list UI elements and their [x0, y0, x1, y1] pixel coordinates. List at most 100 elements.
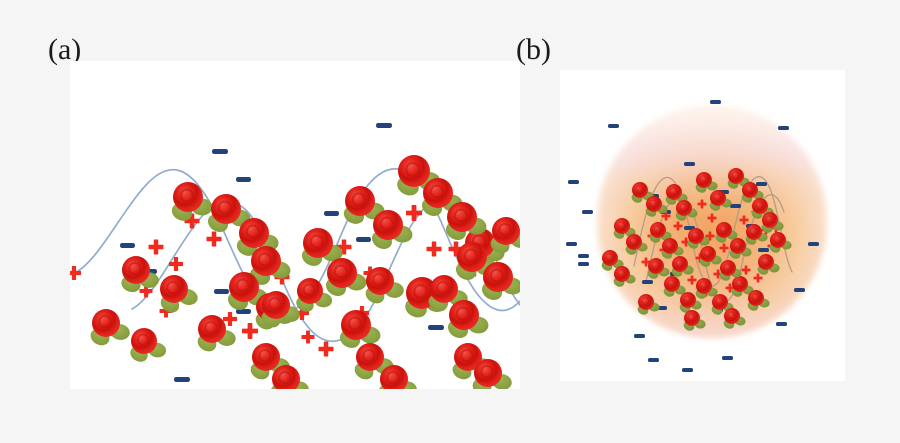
nanoparticle-core	[211, 194, 241, 224]
nanoparticle-inner-ring	[179, 188, 194, 203]
nanoparticle-inner-ring	[429, 184, 444, 199]
negative-counterion-sign	[648, 358, 659, 362]
plus-vertical-bar	[716, 269, 720, 279]
nanoparticle	[745, 224, 768, 245]
nanoparticle-core	[602, 250, 618, 266]
nanoparticle-core	[662, 238, 678, 254]
nanoparticle-core	[746, 224, 762, 240]
negative-counterion-sign	[212, 149, 228, 154]
nanoparticle-core	[716, 222, 732, 238]
plus-vertical-bar	[411, 205, 417, 221]
nanoparticle	[663, 276, 686, 297]
positive-charge-sign	[223, 312, 237, 326]
nanoparticle-core	[303, 228, 333, 258]
nanoparticle-inner-ring	[413, 283, 429, 299]
nanoparticle	[490, 217, 520, 254]
negative-counterion-sign	[794, 288, 805, 292]
nanoparticle-core	[724, 308, 740, 324]
nanoparticle-core	[676, 200, 692, 216]
nanoparticle	[270, 365, 309, 389]
negative-counterion-sign	[174, 377, 190, 382]
nanoparticle-core	[447, 202, 477, 232]
positive-charge-sign	[242, 323, 258, 339]
nanoparticle-core	[762, 212, 778, 228]
nanoparticle-inner-ring	[379, 216, 394, 231]
negative-counterion-sign	[120, 243, 135, 248]
nanoparticle-core	[626, 234, 642, 250]
nanoparticle-core	[430, 275, 458, 303]
nanoparticle	[679, 292, 702, 313]
nanoparticle	[90, 309, 130, 346]
nanoparticle-group-b	[601, 168, 792, 331]
negative-counterion-sign	[710, 100, 721, 104]
nanoparticle	[365, 267, 404, 304]
nanoparticle-inner-ring	[166, 281, 180, 295]
negative-counterion-sign	[722, 356, 733, 360]
nanoparticle-core	[160, 275, 188, 303]
nanoparticle	[296, 278, 333, 312]
nanoparticle	[761, 212, 784, 233]
nanoparticle-inner-ring	[217, 200, 232, 215]
nanoparticle	[671, 256, 694, 277]
nanoparticle-inner-ring	[617, 269, 626, 277]
nanoparticle	[197, 315, 236, 352]
negative-counterion-sign	[730, 204, 741, 208]
nanoparticle-inner-ring	[629, 237, 638, 245]
nanoparticle-core	[423, 178, 453, 208]
plus-vertical-bar	[341, 239, 347, 255]
plus-vertical-bar	[700, 199, 704, 209]
nanoparticle-core	[341, 310, 371, 340]
negative-counterion-sign	[808, 242, 819, 246]
nanoparticle	[325, 258, 367, 296]
nanoparticle	[645, 196, 668, 217]
nanoparticle-inner-ring	[235, 278, 250, 293]
plus-vertical-bar	[431, 241, 437, 257]
negative-counterion-sign	[778, 126, 789, 130]
nanoparticle-core	[696, 172, 712, 188]
plus-vertical-bar	[71, 266, 77, 280]
nanoparticle	[339, 310, 381, 348]
panel-a-canvas	[70, 123, 520, 389]
nanoparticle-core	[272, 365, 300, 389]
plus-vertical-bar	[323, 341, 329, 357]
positive-charge-sign	[406, 205, 422, 221]
negative-counterion-sign	[578, 262, 589, 266]
nanoparticle-core	[122, 256, 150, 284]
nanoparticle-inner-ring	[463, 248, 478, 263]
nanoparticle	[757, 254, 780, 275]
nanoparticle-inner-ring	[727, 311, 736, 319]
nanoparticle-core	[614, 266, 630, 282]
nanoparticle-inner-ring	[347, 316, 362, 331]
negative-counterion-sign	[684, 162, 695, 166]
negative-counterion-sign	[758, 248, 769, 252]
nanoparticle-core	[742, 182, 758, 198]
nanoparticle	[747, 290, 770, 311]
plus-vertical-bar	[247, 323, 253, 339]
nanoparticle-inner-ring	[453, 208, 468, 223]
nanoparticle-core	[696, 278, 712, 294]
nanoparticle	[637, 294, 660, 315]
plus-vertical-bar	[144, 284, 148, 298]
nanoparticle-core	[92, 309, 120, 337]
nanoparticle	[695, 278, 718, 299]
nanoparticle	[378, 365, 417, 389]
nanoparticle-inner-ring	[617, 221, 626, 229]
nanoparticle-core	[770, 232, 786, 248]
nanoparticle-inner-ring	[699, 175, 708, 183]
negative-counterion-sign	[608, 124, 619, 128]
nanoparticle-core	[684, 310, 700, 326]
negative-counterion-sign	[428, 325, 444, 330]
nanoparticle-core	[454, 343, 482, 371]
nanoparticle-core	[173, 182, 203, 212]
nanoparticle-core	[732, 276, 748, 292]
positive-charge-sign	[301, 330, 315, 344]
nanoparticle	[447, 300, 489, 338]
nanoparticle-core	[730, 238, 746, 254]
nanoparticle-core	[297, 278, 323, 304]
plus-vertical-bar	[708, 231, 712, 241]
nanoparticle-inner-ring	[386, 371, 400, 385]
plus-vertical-bar	[756, 273, 760, 283]
nanoparticle-core	[672, 256, 688, 272]
nanoparticle-core	[688, 228, 704, 244]
positive-charge-sign	[725, 283, 735, 293]
